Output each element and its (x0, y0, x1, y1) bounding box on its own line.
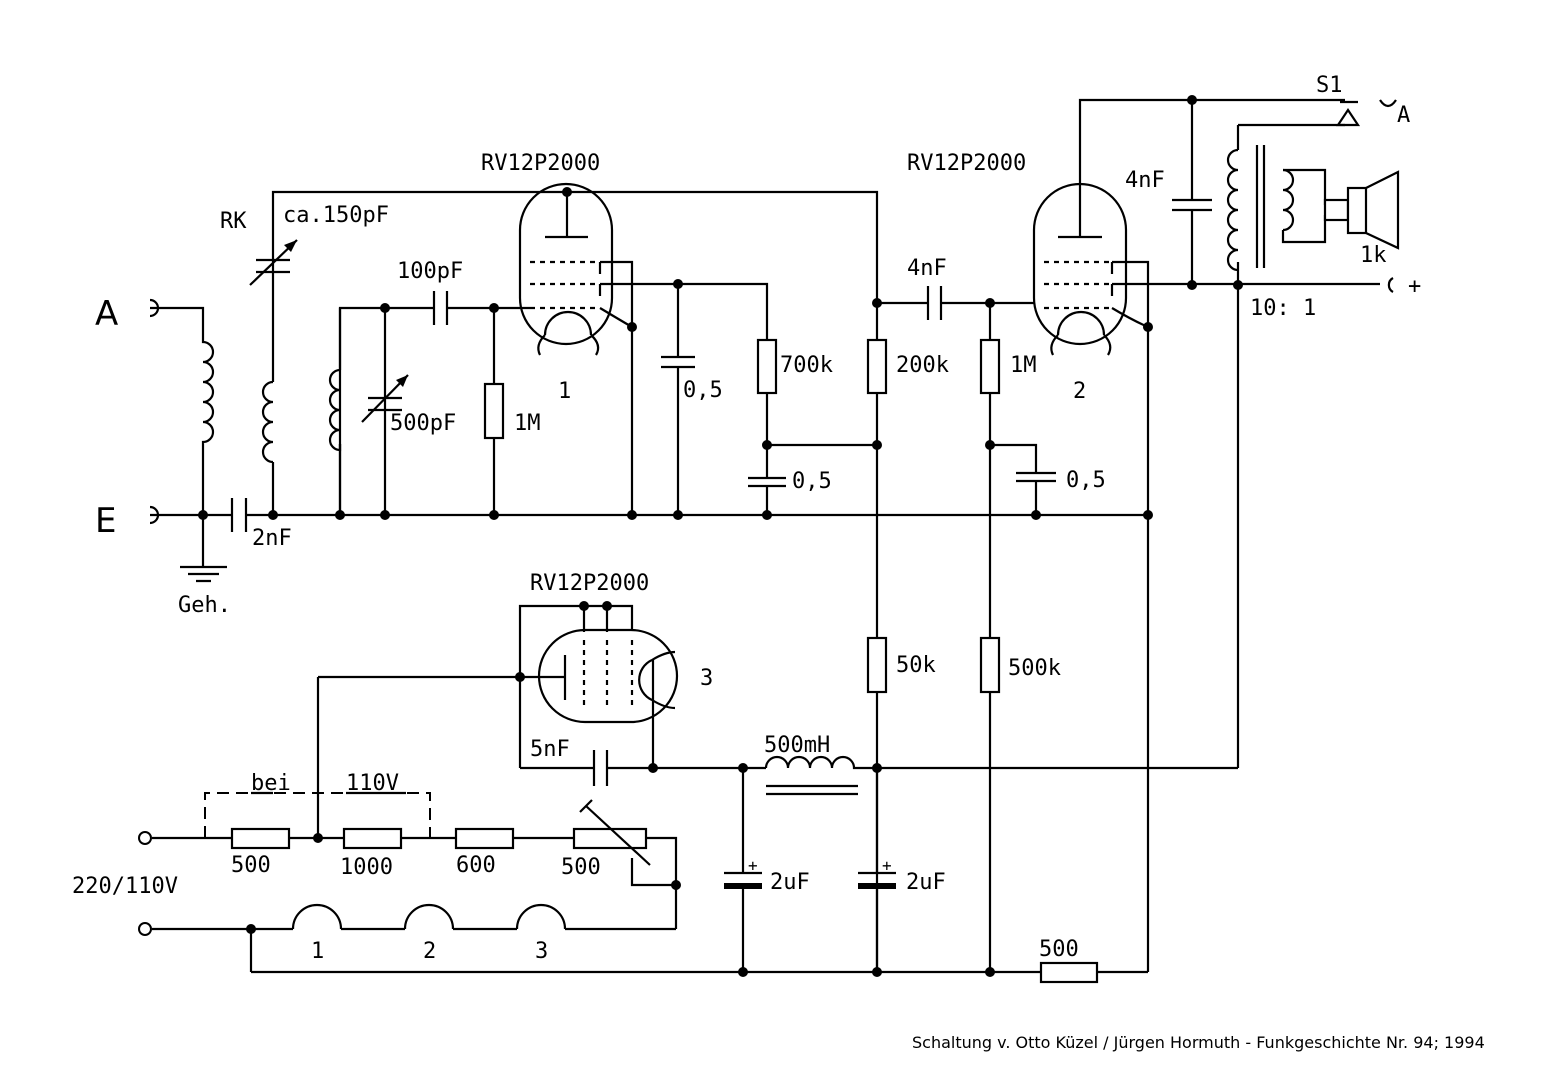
capacitor-100pf: 100pF (397, 259, 463, 325)
resistor-500-bias: 500 (1039, 937, 1099, 984)
reaction-coil-icon (261, 380, 274, 464)
svg-text:500: 500 (561, 855, 601, 880)
antenna-coil-icon (201, 335, 215, 462)
svg-text:2uF: 2uF (906, 870, 946, 895)
svg-text:110V: 110V (346, 771, 399, 796)
speaker-output-terminal-a: A (1379, 99, 1410, 128)
svg-text:RV12P2000: RV12P2000 (481, 151, 600, 176)
svg-text:+: + (748, 856, 758, 875)
svg-text:100pF: 100pF (397, 259, 463, 284)
choke-500mh-icon: 500mH (764, 733, 858, 796)
switch-s1: S1 (1316, 73, 1361, 127)
output-transformer: 10: 1 (1226, 145, 1327, 321)
svg-text:S1: S1 (1316, 73, 1343, 98)
svg-text:RV12P2000: RV12P2000 (907, 151, 1026, 176)
svg-text:1000: 1000 (340, 855, 393, 880)
svg-text:2: 2 (423, 939, 436, 964)
earth-terminal: E (95, 501, 160, 541)
wiring (150, 98, 1380, 974)
tuning-coil-icon (328, 368, 342, 452)
svg-text:bei: bei (251, 771, 291, 796)
svg-text:3: 3 (700, 666, 713, 691)
capacitor-0-5-a: 0,5 (661, 355, 723, 403)
svg-text:500k: 500k (1008, 656, 1061, 681)
svg-text:10: 1: 10: 1 (1250, 296, 1316, 321)
tube-2-rv12p2000: RV12P2000 2 (907, 151, 1149, 404)
capacitor-0-5-b: 0,5 (748, 469, 832, 494)
heater-filaments: 1 2 3 (291, 903, 567, 964)
speaker-icon: 1k (1323, 170, 1400, 268)
svg-text:2uF: 2uF (770, 870, 810, 895)
resistor-50k: 50k (866, 636, 936, 694)
svg-text:A: A (95, 294, 118, 334)
antenna-terminal: A (95, 294, 160, 334)
resistor-700k: 700k (756, 338, 833, 395)
svg-text:1k: 1k (1360, 243, 1387, 268)
svg-text:1M: 1M (1010, 353, 1037, 378)
capacitor-4nf-coupling: 4nF (907, 256, 947, 320)
capacitor-4nf-anode: 4nF (1125, 168, 1212, 212)
svg-text:1M: 1M (514, 411, 541, 436)
svg-text:RV12P2000: RV12P2000 (530, 571, 649, 596)
svg-text:RK: RK (220, 209, 247, 234)
svg-text:3: 3 (535, 939, 548, 964)
capacitor-5nf: 5nF (530, 737, 609, 786)
svg-text:1: 1 (558, 379, 571, 404)
svg-text:50k: 50k (896, 653, 936, 678)
svg-text:220/110V: 220/110V (72, 874, 178, 899)
svg-text:600: 600 (456, 853, 496, 878)
svg-text:+: + (1408, 274, 1421, 299)
resistor-1m-grid2: 1M (979, 338, 1037, 395)
svg-text:+: + (882, 856, 892, 875)
svg-text:5nF: 5nF (530, 737, 570, 762)
svg-text:ca.150pF: ca.150pF (283, 203, 389, 228)
adjustable-resistor-500: 500 (561, 799, 651, 880)
svg-text:2nF: 2nF (252, 526, 292, 551)
svg-text:A: A (1397, 103, 1410, 128)
svg-text:200k: 200k (896, 353, 949, 378)
dropper-resistor-500: 500 (230, 827, 291, 878)
capacitor-2nf: 2nF (230, 498, 292, 551)
capacitor-0-5-c: 0,5 (1016, 468, 1106, 493)
svg-text:E: E (95, 501, 116, 541)
plus-terminal: + (1387, 274, 1421, 299)
svg-text:0,5: 0,5 (792, 469, 832, 494)
source-credit: Schaltung v. Otto Küzel / Jürgen Hormuth… (912, 1033, 1485, 1052)
svg-text:700k: 700k (780, 353, 833, 378)
variable-capacitor-500pf: 500pF (361, 374, 456, 436)
svg-text:500pF: 500pF (390, 411, 456, 436)
resistor-200k: 200k (866, 338, 949, 395)
svg-text:4nF: 4nF (1125, 168, 1165, 193)
svg-text:4nF: 4nF (907, 256, 947, 281)
bei-110v-bypass: bei 110V (204, 771, 431, 838)
svg-text:500mH: 500mH (764, 733, 830, 758)
electrolytic-2uf-b: + 2uF (858, 856, 946, 895)
dropper-resistor-1000: 1000 (340, 827, 403, 880)
svg-text:500: 500 (231, 853, 271, 878)
electrolytic-2uf-a: + 2uF (724, 856, 810, 895)
mains-terminals: 220/110V (72, 831, 178, 936)
tube-1-rv12p2000: RV12P2000 1 (481, 151, 633, 404)
svg-text:2: 2 (1073, 379, 1086, 404)
svg-text:0,5: 0,5 (683, 378, 723, 403)
svg-text:0,5: 0,5 (1066, 468, 1106, 493)
svg-text:Geh.: Geh. (178, 593, 231, 618)
tube-3-rv12p2000: RV12P2000 3 (530, 571, 713, 724)
resistor-1m-grid1: 1M (483, 382, 541, 440)
resistor-500k: 500k (979, 636, 1061, 694)
dropper-resistor-600: 600 (454, 827, 515, 878)
svg-text:500: 500 (1039, 937, 1079, 962)
variable-capacitor-rk: RK ca.150pF (220, 203, 389, 286)
svg-text:1: 1 (311, 939, 324, 964)
chassis-ground-icon: Geh. (178, 565, 231, 618)
